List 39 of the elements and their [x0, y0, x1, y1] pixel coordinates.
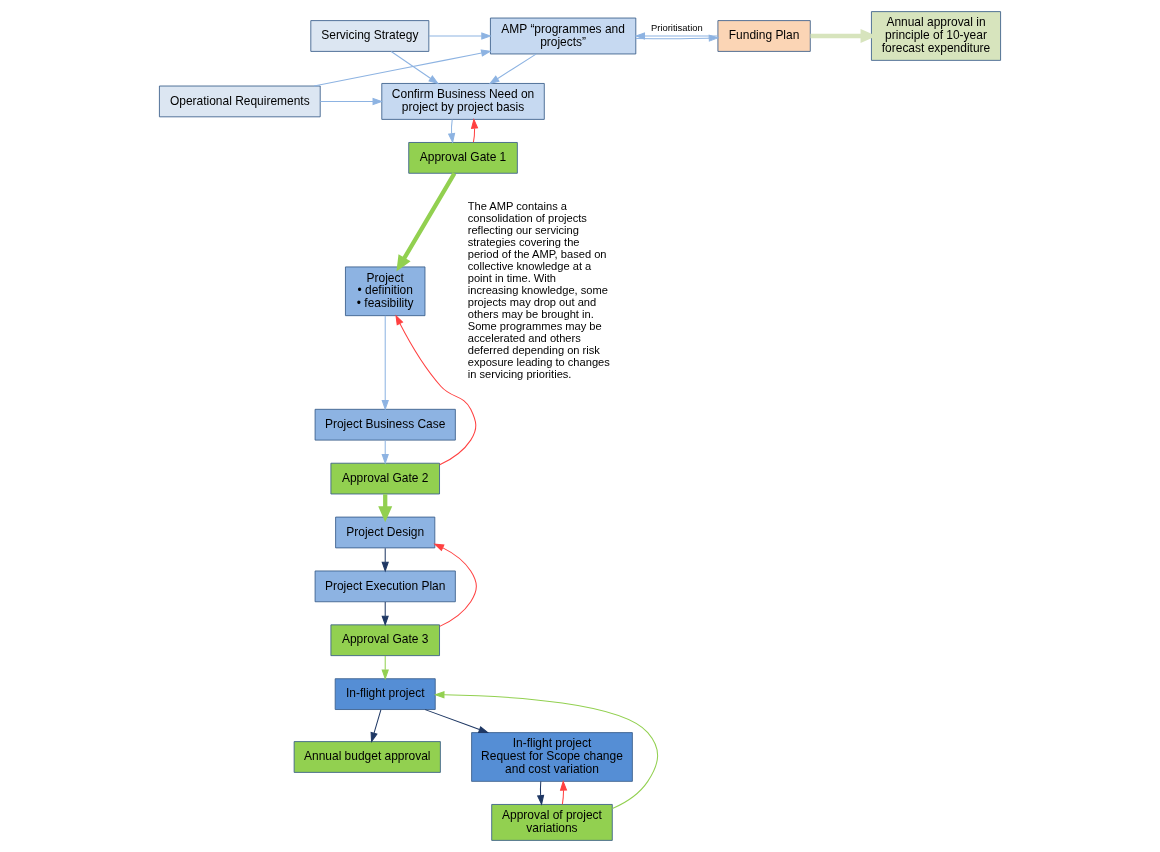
node-box: Project Execution Plan: [314, 570, 456, 603]
node-box: Project • definition • feasibility: [345, 266, 426, 317]
arrow: [319, 97, 384, 106]
node-box: Approval Gate 3: [330, 624, 440, 657]
node-box: Approval Gate 2: [330, 462, 440, 495]
arrow: [381, 547, 389, 573]
node-box: Operational Requirements: [159, 85, 321, 118]
arrow: [381, 439, 389, 465]
node-box: Annual budget approval: [293, 741, 441, 773]
arrow: [488, 53, 537, 85]
arrow: [396, 172, 457, 272]
node-box: Servicing Strategy: [310, 20, 430, 52]
arrow: [395, 314, 477, 466]
arrow: [433, 543, 477, 627]
node-box: Project Business Case: [314, 408, 456, 441]
arrow: [370, 709, 382, 743]
arrow: [559, 780, 568, 805]
node-box: Annual approval in principle of 10-year forecast expenditure: [871, 11, 1001, 61]
edge-label: Prioritisation: [651, 21, 703, 33]
arrow: [381, 601, 389, 627]
arrow: [390, 50, 440, 85]
node-box: In-flight project: [334, 678, 436, 710]
arrow: [313, 49, 492, 87]
arrow: [428, 32, 492, 40]
arrow: [424, 709, 490, 734]
label: The AMP contains a consolidation of projects reflecting our servicing strategies covering the period of the AMP, based on collective knowledge at a point in time. With increasing knowledge, some projects may drop out and others may be brought in. Some programmes may be accelerated and others deferred depending on risk exposure leading to changes in servicing priorities.: [467, 200, 610, 381]
node-box: Confirm Business Need on project by project basis: [381, 83, 545, 120]
node-box: Approval of project variations: [491, 804, 613, 841]
node-box: Approval Gate 1: [408, 142, 518, 174]
node-box: AMP “programmes and projects”: [490, 17, 637, 55]
node-box: In-flight project Request for Scope change and cost variation: [471, 732, 633, 782]
arrow: [433, 691, 659, 809]
node-box: Funding Plan: [717, 20, 811, 52]
node-box: Project Design: [335, 516, 436, 549]
arrow: [447, 119, 456, 144]
arrow: [381, 315, 389, 411]
arrow: [381, 655, 389, 681]
arrow: [470, 118, 479, 143]
arrow: [536, 781, 545, 806]
